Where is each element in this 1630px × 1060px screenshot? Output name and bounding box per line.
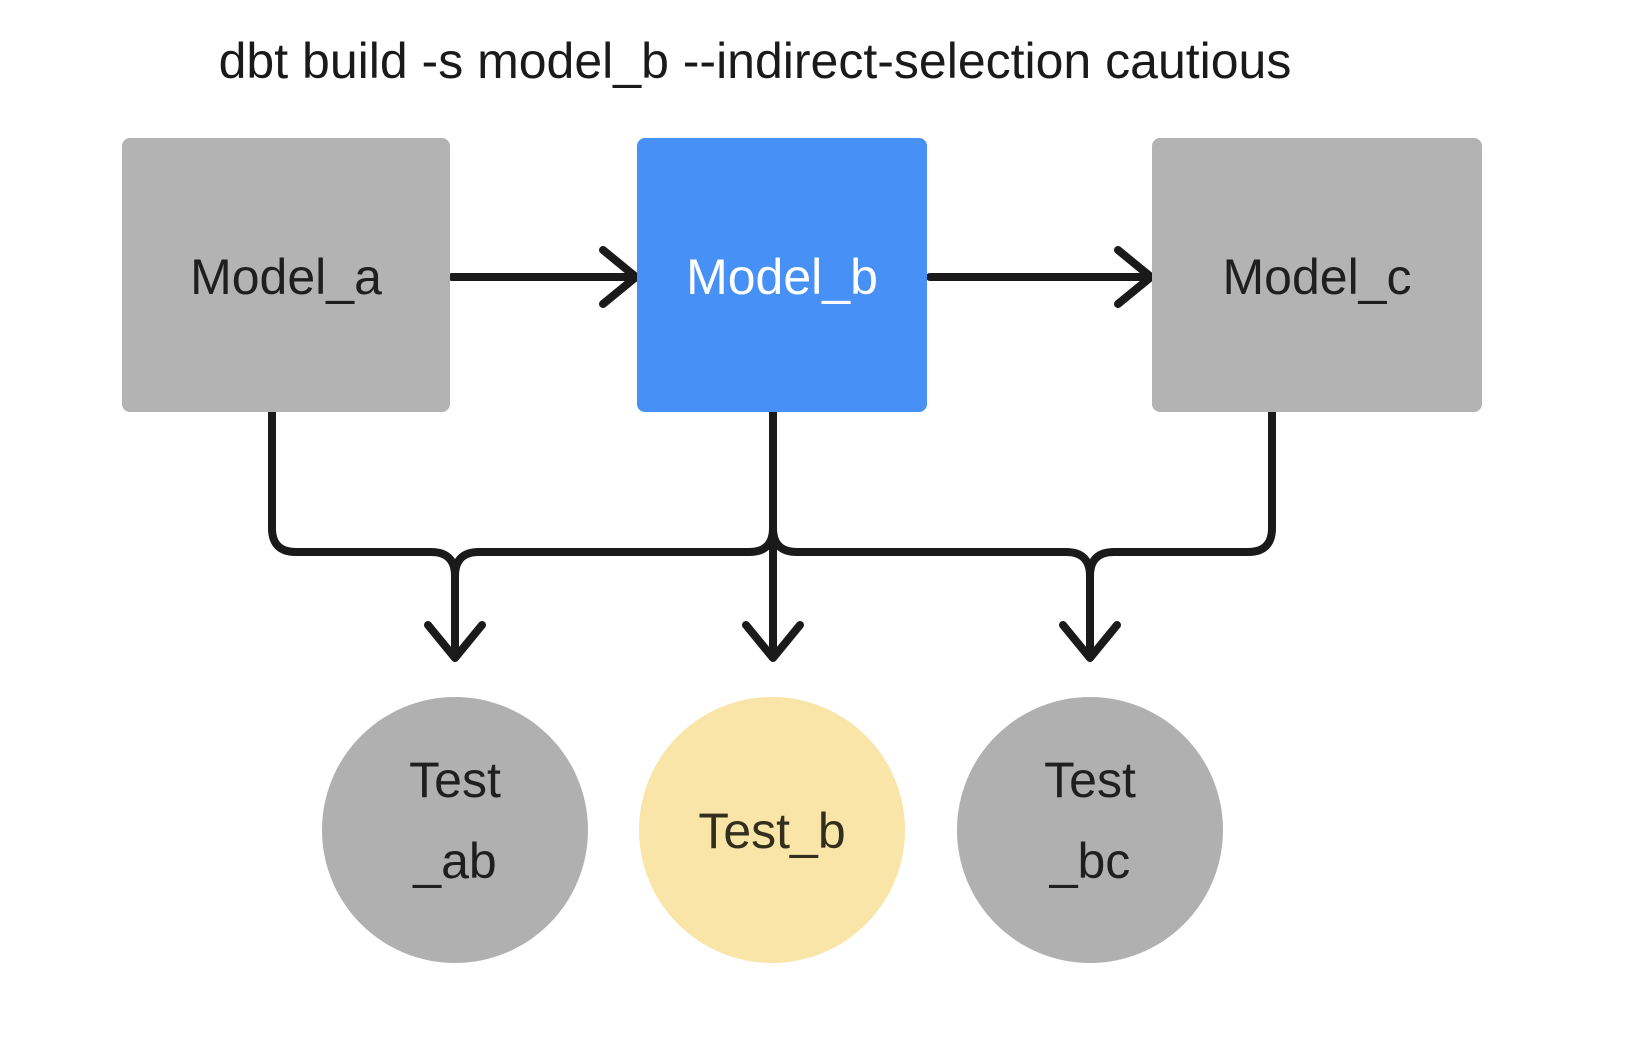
node-test-ab-shape[interactable] xyxy=(322,697,588,963)
node-test-bc-label-line1: Test xyxy=(1044,752,1136,808)
edge-model-a-to-model-b xyxy=(448,246,640,308)
arrow-head-icon xyxy=(1114,246,1155,308)
edges-layer xyxy=(268,246,1276,662)
node-test-bc[interactable]: Test _bc xyxy=(957,697,1223,963)
node-test-b-shape[interactable] xyxy=(639,697,905,963)
node-model-a[interactable]: Model_a xyxy=(122,138,450,412)
arrow-head-icon xyxy=(599,246,640,308)
node-test-b-label: Test_b xyxy=(698,803,845,859)
node-test-ab-label-line1: Test xyxy=(409,752,501,808)
page-title: dbt build -s model_b --indirect-selectio… xyxy=(219,33,1292,89)
node-model-c-label: Model_c xyxy=(1223,249,1412,305)
node-model-c-shape[interactable] xyxy=(1152,138,1482,412)
node-test-b[interactable]: Test_b xyxy=(639,697,905,963)
test-nodes-layer: Test _ab Test_b Test _bc xyxy=(322,697,1223,963)
arrow-head-icon-test-ab xyxy=(424,621,486,662)
node-model-b[interactable]: Model_b xyxy=(637,138,927,412)
node-test-ab[interactable]: Test _ab xyxy=(322,697,588,963)
edge-model-b-to-model-c xyxy=(926,246,1155,308)
model-nodes-layer: Model_a Model_b Model_c xyxy=(122,138,1482,412)
node-model-b-label: Model_b xyxy=(686,249,878,305)
node-model-c[interactable]: Model_c xyxy=(1152,138,1482,412)
node-model-a-label: Model_a xyxy=(190,249,382,305)
edge-model-c-to-test-bc xyxy=(1086,408,1276,580)
arrow-head-icon-test-bc xyxy=(1059,621,1121,662)
edge-model-b-to-test-bc xyxy=(769,408,1094,652)
node-model-b-shape[interactable] xyxy=(637,138,927,412)
arrow-head-icon-test-b xyxy=(742,621,804,662)
node-model-a-shape[interactable] xyxy=(122,138,450,412)
node-test-bc-label-line2: _bc xyxy=(1049,833,1131,889)
node-test-bc-shape[interactable] xyxy=(957,697,1223,963)
node-test-ab-label-line2: _ab xyxy=(412,833,496,889)
edge-model-a-to-test-ab xyxy=(268,408,459,652)
edge-model-b-to-test-ab xyxy=(451,408,777,580)
